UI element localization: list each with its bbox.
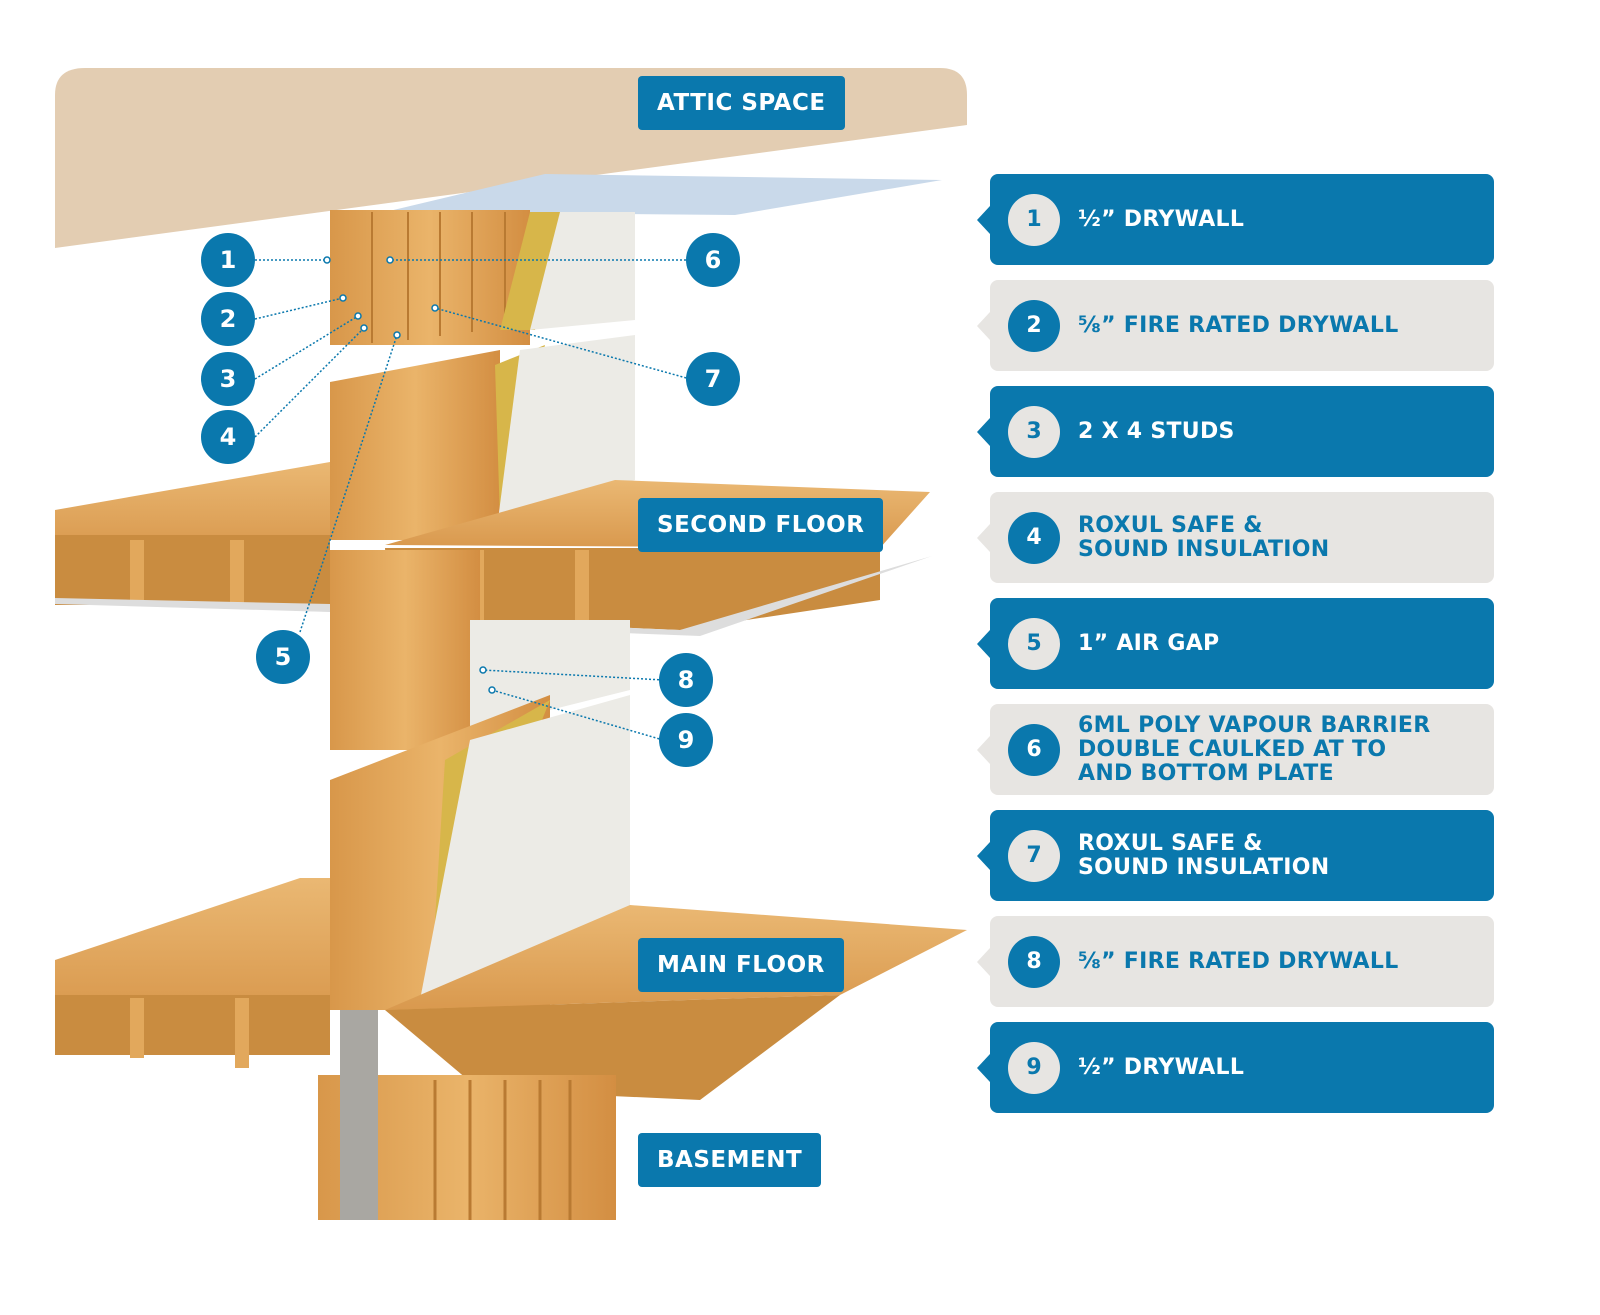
upper-drywall	[530, 212, 635, 330]
legend-item-9: 9 ½” DRYWALL	[977, 1022, 1494, 1113]
legend-text: ½” DRYWALL	[1078, 206, 1245, 232]
legend-text: 1” AIR GAP	[1078, 630, 1220, 656]
callout-6: 6	[686, 233, 740, 287]
zone-label-attic: ATTIC SPACE	[638, 76, 845, 130]
legend-item-5: 5 1” AIR GAP	[977, 598, 1494, 689]
legend-text: ⅝” FIRE RATED DRYWALL	[1078, 312, 1399, 338]
main-floor-left	[55, 878, 330, 1010]
legend-text: 6ML POLY VAPOUR BARRIER DOUBLE CAULKED A…	[1078, 712, 1431, 786]
upper-studs	[330, 210, 530, 345]
legend-item-4: 4 ROXUL SAFE & SOUND INSULATION	[977, 492, 1494, 583]
legend-number: 5	[1008, 617, 1060, 670]
legend-text: ROXUL SAFE & SOUND INSULATION	[1078, 512, 1330, 562]
callout-3: 3	[201, 352, 255, 406]
zone-label-second-floor: SECOND FLOOR	[638, 498, 884, 552]
legend-item-6: 6 6ML POLY VAPOUR BARRIER DOUBLE CAULKED …	[977, 704, 1494, 795]
leader-lines	[254, 259, 691, 741]
legend-number: 9	[1008, 1041, 1060, 1094]
legend-text: ⅝” FIRE RATED DRYWALL	[1078, 948, 1399, 974]
legend-number: 7	[1008, 829, 1060, 882]
zone-label-main-floor: MAIN FLOOR	[638, 938, 844, 992]
callout-4: 4	[201, 410, 255, 464]
legend-number: 1	[1008, 193, 1060, 246]
legend-item-3: 3 2 X 4 STUDS	[977, 386, 1494, 477]
legend-item-7: 7 ROXUL SAFE & SOUND INSULATION	[977, 810, 1494, 901]
lower-drywall	[420, 695, 630, 1000]
callout-8: 8	[659, 653, 713, 707]
legend-item-8: 8 ⅝” FIRE RATED DRYWALL	[977, 916, 1494, 1007]
legend-item-2: 2 ⅝” FIRE RATED DRYWALL	[977, 280, 1494, 371]
callout-7: 7	[686, 352, 740, 406]
legend-text: ½” DRYWALL	[1078, 1054, 1245, 1080]
legend-number: 4	[1008, 511, 1060, 564]
legend-text: 2 X 4 STUDS	[1078, 418, 1235, 444]
legend-number: 3	[1008, 405, 1060, 458]
legend-number: 2	[1008, 299, 1060, 352]
legend-number: 6	[1008, 723, 1060, 776]
callout-9: 9	[659, 713, 713, 767]
second-studs	[330, 350, 500, 540]
callout-1: 1	[201, 233, 255, 287]
legend-item-1: 1 ½” DRYWALL	[977, 174, 1494, 265]
second-floor-left	[55, 462, 330, 550]
callout-5: 5	[256, 630, 310, 684]
legend-text: ROXUL SAFE & SOUND INSULATION	[1078, 830, 1330, 880]
zone-label-basement: BASEMENT	[638, 1133, 822, 1187]
middle-studs	[330, 550, 480, 750]
second-drywall	[498, 335, 635, 520]
callout-2: 2	[201, 292, 255, 346]
legend-number: 8	[1008, 935, 1060, 988]
ceiling-drywall	[385, 174, 942, 215]
